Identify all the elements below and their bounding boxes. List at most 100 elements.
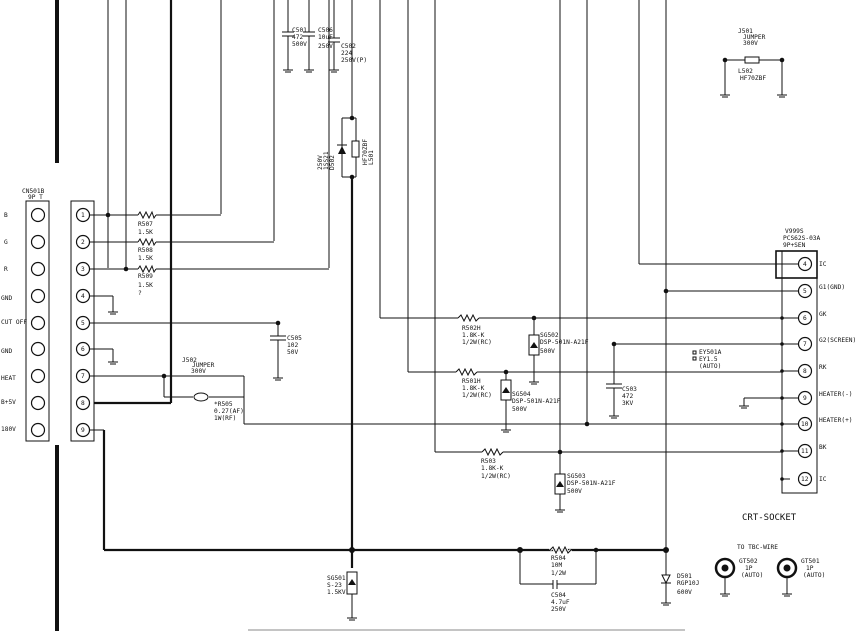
c505-voltage: 50V bbox=[287, 349, 298, 356]
c506-voltage: 250V bbox=[318, 43, 333, 50]
crt-socket-pins: 9P+SEN bbox=[783, 242, 806, 249]
crt-pin-8: 8 RK bbox=[797, 363, 827, 379]
cn501b-labels: B G R GND CUT OFF GND HEAT B+5V 180V bbox=[1, 212, 27, 433]
crt-pin-4-num: 4 bbox=[803, 261, 807, 268]
crt-pin-9: 9 HEATER(-) bbox=[797, 390, 853, 406]
d502-ref: D502 bbox=[329, 155, 336, 170]
c502-value: 224 bbox=[341, 50, 352, 57]
l502-part: HF70ZBF bbox=[740, 75, 766, 82]
r505-ref: *R505 bbox=[214, 401, 233, 408]
cn-pin-5: 5 bbox=[81, 320, 85, 327]
cn-pin-7: 7 bbox=[81, 373, 85, 380]
r501h-power: 1/2W(RC) bbox=[462, 392, 492, 399]
c501-ref: C501 bbox=[292, 27, 307, 34]
crt-pin-11-label: BK bbox=[819, 444, 827, 451]
cn-pin-2: 2 bbox=[81, 239, 85, 246]
crt-pin-7-num: 7 bbox=[803, 341, 807, 348]
crt-pin-5: 5 G1(GND) bbox=[797, 283, 845, 299]
sg501-voltage: 1.5KV bbox=[327, 589, 346, 596]
sg503-ref: SG503 bbox=[567, 473, 586, 480]
crt-pin-8-label: RK bbox=[819, 364, 827, 371]
j502-voltage: 300V bbox=[191, 368, 206, 375]
crt-pin-11: 11 BK bbox=[797, 443, 827, 459]
j502-ref: J502 bbox=[182, 357, 197, 364]
r504-value: 10M bbox=[551, 562, 562, 569]
j501-type: JUMPER bbox=[743, 34, 766, 41]
d501: D501 RGP10J 600V bbox=[661, 547, 699, 606]
sg501-part: S-23 bbox=[327, 582, 342, 589]
crt-pin-12: 12 IC bbox=[797, 471, 827, 487]
c506: C506 10uF 250V bbox=[303, 0, 333, 73]
cn501b-ref: CN501B bbox=[22, 188, 45, 195]
c501: C501 472 500V bbox=[282, 0, 307, 73]
cn-label-r: R bbox=[4, 266, 8, 273]
gt502-ref: GT502 bbox=[739, 558, 758, 565]
ey501a-ref: EY501A bbox=[699, 349, 722, 356]
r503-value: 1.8K-K bbox=[481, 465, 504, 472]
r504-power: 1/2W bbox=[551, 570, 566, 577]
sg504-part: DSP-501N-A21F bbox=[512, 398, 561, 405]
crt-pin-10: 10 HEATER(+) bbox=[797, 416, 853, 432]
r509-mark: ? bbox=[138, 290, 142, 297]
sg502-ref: SG502 bbox=[540, 332, 559, 339]
r505-value: 0.27(AF) bbox=[214, 408, 244, 415]
cn-label-cutoff: CUT OFF bbox=[1, 319, 27, 326]
l501-part: HF70ZBF bbox=[362, 139, 369, 165]
gt502-auto: (AUTO) bbox=[741, 572, 763, 579]
ey501a-part: EY1.5 bbox=[699, 356, 718, 363]
crt-pin-12-num: 12 bbox=[801, 476, 809, 483]
crt-pin-4-label: IC bbox=[819, 261, 827, 268]
cn-label-g: G bbox=[4, 239, 8, 246]
crt-socket: V999S PCS62S-03A 9P+SEN CRT-SOCKET 4 IC … bbox=[742, 228, 856, 523]
l502-ref: L502 bbox=[738, 68, 753, 75]
r501h-value: 1.8K-K bbox=[462, 385, 485, 392]
c501-voltage: 500V bbox=[292, 41, 307, 48]
d501-ref: D501 bbox=[677, 573, 692, 580]
r507-value: 1.5K bbox=[138, 229, 153, 236]
crt-pin-5-label: G1(GND) bbox=[819, 284, 845, 291]
cn-pin-6: 6 bbox=[81, 346, 85, 353]
j501-l502: J501 JUMPER 300V L502 HF70ZBF bbox=[720, 28, 787, 98]
gt501-type: 1P bbox=[806, 565, 814, 572]
c506-ref: C506 bbox=[318, 27, 333, 34]
r503-power: 1/2W(RC) bbox=[481, 473, 511, 480]
crt-pin-8-num: 8 bbox=[803, 368, 807, 375]
r502h-value: 1.8K-K bbox=[462, 332, 485, 339]
cn501b-type: 9P T bbox=[28, 194, 43, 201]
d501-part: RGP10J bbox=[677, 580, 699, 587]
c504-value: 4.7uF bbox=[551, 599, 570, 606]
gt502-gt501: TO TBC-WIRE GT502 1P (AUTO) GT501 1P (AU… bbox=[714, 544, 825, 597]
cn-label-180v: 180V bbox=[1, 426, 16, 433]
d501-voltage: 600V bbox=[677, 589, 692, 596]
gt502-type: 1P bbox=[745, 565, 753, 572]
crt-pin-5-num: 5 bbox=[803, 288, 807, 295]
cn-pin-3: 3 bbox=[81, 266, 85, 273]
r502h-power: 1/2W(RC) bbox=[462, 339, 492, 346]
sg501: SG501 S-23 1.5KV bbox=[327, 571, 358, 621]
c505-value: 102 bbox=[287, 342, 298, 349]
c506-value: 10uF bbox=[318, 34, 333, 41]
crt-socket-ref: V999S bbox=[785, 228, 804, 235]
r509-value: 1.5K bbox=[138, 282, 153, 289]
sg504-ref: SG504 bbox=[512, 391, 531, 398]
d502-part: 1SS21 bbox=[323, 151, 330, 170]
c501-value: 472 bbox=[292, 34, 303, 41]
gt501-auto: (AUTO) bbox=[803, 572, 825, 579]
l501-ref: L501 bbox=[368, 150, 375, 165]
c504-voltage: 250V bbox=[551, 606, 566, 613]
r509-ref: R509 bbox=[138, 273, 153, 280]
cn-pin-9: 9 bbox=[81, 427, 85, 434]
sg504-voltage: 500V bbox=[512, 406, 527, 413]
crt-pin-7: 7 G2(SCREEN) bbox=[797, 336, 856, 352]
crt-pin-9-label: HEATER(-) bbox=[819, 391, 853, 398]
sg501-ref: SG501 bbox=[327, 575, 346, 582]
r508-value: 1.5K bbox=[138, 255, 153, 262]
cn-label-b5v: B+5V bbox=[1, 399, 16, 406]
d502-voltage: 250V bbox=[317, 155, 324, 170]
r504-ref: R504 bbox=[551, 555, 566, 562]
gt501-ref: GT501 bbox=[801, 558, 820, 565]
cn-pin-8: 8 bbox=[81, 400, 85, 407]
crt-pin-6-num: 6 bbox=[803, 315, 807, 322]
sg503-part: DSP-501N-A21F bbox=[567, 480, 616, 487]
cn-label-heat: HEAT bbox=[1, 375, 16, 382]
